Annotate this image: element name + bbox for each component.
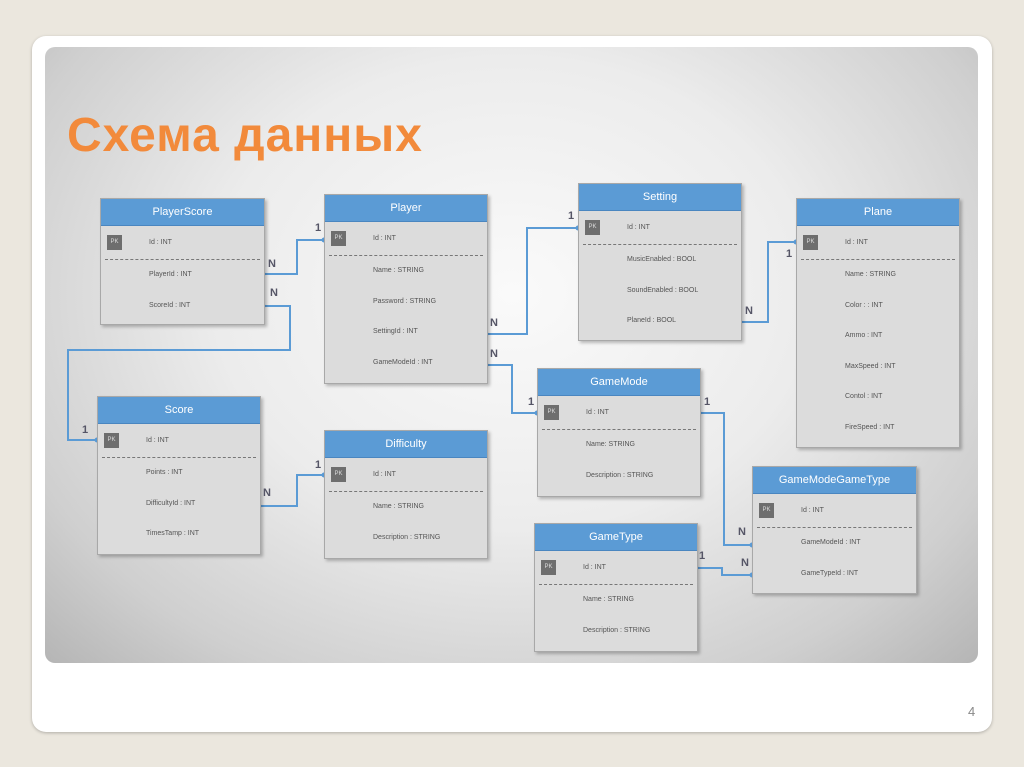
field: Description : STRING	[373, 533, 441, 541]
cardinality-label: 1	[315, 459, 322, 471]
cardinality-label: 1	[704, 396, 711, 408]
cardinality-label: N	[738, 526, 746, 538]
field: Name : STRING	[373, 267, 424, 274]
relation-line	[67, 305, 291, 441]
cardinality-label: N	[490, 348, 498, 360]
cardinality-label: N	[263, 487, 271, 499]
field: TimesTamp : INT	[146, 530, 200, 537]
table-setting[interactable]: Setting PK Id : INT MusicEnabled : BOOL S…	[578, 183, 742, 341]
primary-key-badge: PK	[104, 433, 119, 448]
divider	[329, 255, 483, 256]
primary-key-badge: PK	[541, 560, 556, 575]
cardinality-label: 1	[568, 210, 575, 222]
field: FireSpeed : INT	[845, 423, 895, 431]
relation-line	[699, 412, 752, 546]
table-gamemodegametype[interactable]: GameModeGameType PK Id : INT GameModeId …	[752, 466, 917, 594]
field: GameModeId : INT	[801, 539, 861, 546]
table-title: Player	[325, 195, 487, 222]
pk-field: Id : INT	[586, 409, 609, 416]
slide-title: Схема данных	[67, 109, 423, 162]
field: Description : STRING	[586, 471, 654, 479]
field: SoundEnabled : BOOL	[627, 286, 699, 294]
divider	[105, 259, 260, 260]
field: PlaneId : BOOL	[627, 317, 677, 324]
field: Name : STRING	[373, 503, 424, 510]
table-plane[interactable]: Plane PK Id : INT Name : STRING Color : :…	[796, 198, 960, 448]
field: Description : STRING	[583, 626, 651, 634]
pk-field: Id : INT	[149, 239, 172, 246]
field: DifficultyId : INT	[146, 499, 196, 507]
table-title: GameType	[535, 524, 697, 551]
primary-key-badge: PK	[331, 467, 346, 482]
pk-field: Id : INT	[373, 471, 396, 478]
primary-key-badge: PK	[544, 405, 559, 420]
primary-key-badge: PK	[331, 231, 346, 246]
cardinality-label: N	[490, 317, 498, 329]
field: Points : INT	[146, 469, 183, 476]
relation-line	[740, 241, 796, 323]
table-gamemode[interactable]: GameMode PK Id : INT Name: STRING Descrip…	[537, 368, 701, 497]
primary-key-badge: PK	[803, 235, 818, 250]
cardinality-label: 1	[786, 248, 793, 260]
cardinality-label: 1	[82, 424, 89, 436]
divider	[542, 429, 696, 430]
table-gametype[interactable]: GameType PK Id : INT Name : STRING Descri…	[534, 523, 698, 652]
field: Password : STRING	[373, 297, 437, 305]
divider	[329, 491, 483, 492]
divider	[539, 584, 693, 585]
pk-field: Id : INT	[627, 224, 650, 231]
primary-key-badge: PK	[107, 235, 122, 250]
table-title: GameModeGameType	[753, 467, 916, 494]
relation-line	[263, 239, 324, 275]
cardinality-label: N	[741, 557, 749, 569]
field: PlayerId : INT	[149, 271, 192, 278]
table-difficulty[interactable]: Difficulty PK Id : INT Name : STRING Desc…	[324, 430, 488, 559]
field: ScoreId : INT	[149, 301, 191, 309]
field: Name : STRING	[845, 271, 896, 278]
field: Color : : INT	[845, 301, 883, 309]
table-title: Setting	[579, 184, 741, 211]
cardinality-label: N	[268, 258, 276, 270]
cardinality-label: N	[745, 305, 753, 317]
table-title: Score	[98, 397, 260, 424]
relation-line	[696, 567, 752, 576]
field: MaxSpeed : INT	[845, 362, 896, 370]
table-playerscore[interactable]: PlayerScore PK Id : INT PlayerId : INT Sc…	[100, 198, 265, 325]
table-title: PlayerScore	[101, 199, 264, 226]
table-title: Difficulty	[325, 431, 487, 458]
relation-line	[486, 227, 578, 335]
relation-line	[486, 364, 537, 414]
cardinality-label: N	[270, 287, 278, 299]
pk-field: Id : INT	[801, 507, 824, 514]
pk-field: Id : INT	[373, 235, 396, 242]
table-player[interactable]: Player PK Id : INT Name : STRING Password…	[324, 194, 488, 384]
field: SettingId : INT	[373, 328, 418, 335]
divider	[102, 457, 256, 458]
field: Name : STRING	[583, 596, 634, 603]
table-score[interactable]: Score PK Id : INT Points : INT Difficulty…	[97, 396, 261, 555]
field: GameTypeId : INT	[801, 569, 859, 577]
field: Ammo : INT	[845, 332, 883, 339]
relation-line	[259, 474, 324, 507]
field: MusicEnabled : BOOL	[627, 256, 697, 263]
pk-field: Id : INT	[146, 437, 169, 444]
table-title: Plane	[797, 199, 959, 226]
cardinality-label: 1	[699, 550, 706, 562]
primary-key-badge: PK	[585, 220, 600, 235]
page-number: 4	[968, 704, 976, 719]
divider	[757, 527, 912, 528]
cardinality-label: 1	[528, 396, 535, 408]
field: Name: STRING	[586, 441, 636, 448]
primary-key-badge: PK	[759, 503, 774, 518]
pk-field: Id : INT	[583, 564, 606, 571]
cardinality-label: 1	[315, 222, 322, 234]
pk-field: Id : INT	[845, 239, 868, 246]
divider	[801, 259, 955, 260]
field: GameModeId : INT	[373, 358, 433, 366]
table-title: GameMode	[538, 369, 700, 396]
field: Contol : INT	[845, 393, 883, 400]
divider	[583, 244, 737, 245]
